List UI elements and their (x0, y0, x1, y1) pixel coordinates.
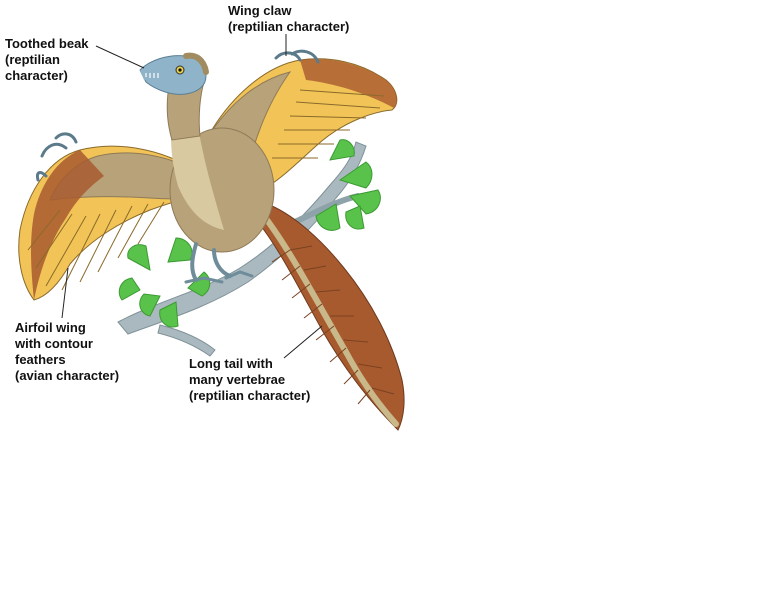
leader-lines (61, 34, 323, 359)
label-wing-claw: Wing claw (reptilian character) (228, 3, 349, 35)
label-line: (avian character) (15, 368, 120, 383)
left-wing (18, 132, 207, 301)
label-line: Long tail with (189, 356, 273, 371)
ginkgo-leaf-icon (329, 139, 355, 161)
label-line: Wing claw (228, 3, 292, 18)
leader-line-beak (95, 45, 145, 69)
label-line: (reptilian character) (189, 388, 311, 403)
label-line: (reptilian (5, 52, 60, 67)
body (166, 79, 275, 284)
label-line: (reptilian character) (228, 19, 350, 34)
label-toothed-beak: Toothed beak (reptilian character) (5, 36, 89, 84)
ginkgo-leaf-icon (139, 293, 161, 317)
leader-line-tail (283, 325, 323, 359)
label-line: character) (5, 68, 68, 83)
tail (257, 205, 405, 431)
label-line: many vertebrae (189, 372, 286, 387)
ginkgo-leaf-icon (338, 161, 373, 189)
ginkgo-leaf-icon (127, 244, 151, 271)
ginkgo-leaves (118, 139, 381, 328)
label-line: feathers (15, 352, 66, 367)
label-line: with contour (15, 336, 93, 351)
ginkgo-leaf-icon (345, 205, 365, 230)
label-airfoil-wing: Airfoil wing with contour feathers (avia… (15, 320, 119, 384)
label-line: Toothed beak (5, 36, 89, 51)
ginkgo-leaf-icon (349, 189, 381, 215)
leader-line-wing (61, 267, 69, 319)
label-long-tail: Long tail with many vertebrae (reptilian… (189, 356, 310, 404)
ginkgo-leaf-icon (118, 277, 141, 301)
ginkgo-leaf-icon (315, 203, 341, 231)
ginkgo-leaf-icon (167, 237, 193, 263)
head (139, 52, 209, 95)
ginkgo-leaf-icon (159, 301, 179, 328)
label-line: Airfoil wing (15, 320, 86, 335)
